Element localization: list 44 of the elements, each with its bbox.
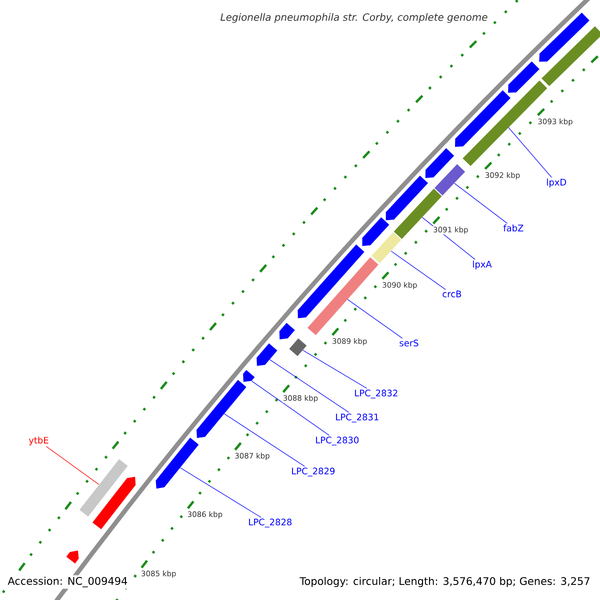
leader-line bbox=[390, 250, 446, 290]
gene-label: LPC_2831 bbox=[336, 414, 378, 422]
gene-feature bbox=[386, 176, 428, 220]
leader-line bbox=[46, 446, 100, 485]
accession-text: Accession: NC_009494 bbox=[6, 575, 130, 589]
gene-feature bbox=[362, 217, 390, 246]
gene-feature bbox=[298, 244, 364, 318]
gene-feature bbox=[279, 322, 295, 340]
gene-label: lpxA bbox=[473, 260, 492, 270]
leader-line bbox=[347, 299, 403, 339]
gene-feature bbox=[455, 90, 511, 147]
gene-label: LPC_2829 bbox=[292, 468, 335, 476]
leader-line bbox=[508, 127, 552, 178]
gene-feature bbox=[243, 370, 255, 382]
gene-feature bbox=[256, 343, 278, 366]
leader-line bbox=[224, 414, 305, 467]
leader-line bbox=[454, 182, 508, 224]
gene-label: LPC_2830 bbox=[316, 436, 359, 446]
gene-feature bbox=[289, 338, 307, 356]
gene-label: lpxD bbox=[547, 178, 566, 188]
gene-feature bbox=[79, 459, 128, 517]
gene-feature bbox=[196, 380, 246, 438]
gene-feature bbox=[92, 476, 136, 530]
gene-feature bbox=[156, 438, 199, 489]
gene-feature bbox=[434, 164, 466, 196]
genome-info-text: Topology: circular; Length: 3,576,470 bp; Genes: 3,257 bbox=[298, 575, 592, 589]
leader-line bbox=[302, 350, 368, 389]
gene-feature bbox=[542, 26, 600, 86]
gene-feature bbox=[307, 257, 378, 336]
gene-label: crcB bbox=[442, 290, 462, 298]
leader-line bbox=[251, 380, 330, 436]
gene-label: ytbE bbox=[28, 436, 48, 446]
gene-label: LPC_2832 bbox=[355, 390, 398, 398]
gene-feature bbox=[66, 550, 79, 564]
gene-feature bbox=[372, 232, 402, 264]
gene-feature bbox=[508, 61, 540, 93]
leader-line bbox=[270, 359, 350, 413]
gene-label: LPC_2828 bbox=[249, 518, 292, 528]
gene-label: fabZ bbox=[503, 224, 524, 232]
gene-label: serS bbox=[400, 340, 418, 346]
title: Legionella pneumophila str. Corby, complete genome bbox=[218, 12, 490, 24]
gene-feature bbox=[425, 148, 454, 178]
leader-line bbox=[180, 467, 262, 518]
gene-feature bbox=[539, 12, 590, 62]
